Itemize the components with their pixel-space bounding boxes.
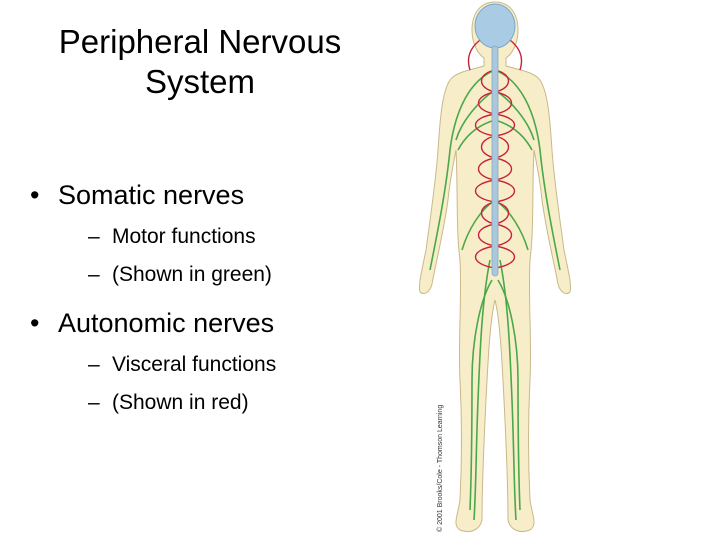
autonomic-nerve-loop <box>477 91 496 115</box>
autonomic-nerve-loop <box>494 245 515 269</box>
central-nervous-system <box>474 3 516 277</box>
somatic-nerve-line <box>469 279 493 511</box>
autonomic-nerve-loop <box>477 223 496 247</box>
slide-title: Peripheral Nervous System <box>30 22 370 102</box>
title-line-2: System <box>144 63 256 100</box>
sub-bullet-text: (Shown in red) <box>112 391 249 414</box>
sub-bullet-visceral: – Visceral functions <box>88 351 410 378</box>
bullet-list: • Somatic nerves – Motor functions – (Sh… <box>30 178 410 416</box>
sub-bullet-marker: – <box>88 391 100 414</box>
bullet-somatic: • Somatic nerves <box>30 178 410 212</box>
sub-bullet-motor: – Motor functions <box>88 223 410 250</box>
sub-bullet-marker: – <box>88 263 100 286</box>
autonomic-nerve-loop <box>480 201 496 225</box>
brain-icon <box>474 3 516 49</box>
autonomic-nerve-loop <box>477 157 496 181</box>
sub-bullet-text: (Shown in green) <box>112 263 272 286</box>
somatic-nerve-line <box>494 69 561 271</box>
somatic-nerve-line <box>497 279 521 511</box>
bullet-text: Somatic nerves <box>58 180 245 210</box>
somatic-nerve-line <box>457 119 496 151</box>
somatic-nerve-line <box>494 119 533 151</box>
autonomic-nerve-loop <box>475 113 496 137</box>
title-line-1: Peripheral Nervous <box>58 23 342 60</box>
somatic-nerve-line <box>499 259 517 521</box>
autonomic-nerve-loop <box>494 69 510 93</box>
sub-bullet-shown-red: – (Shown in red) <box>88 389 410 416</box>
bullet-marker: • <box>30 308 40 338</box>
sub-bullet-marker: – <box>88 353 100 376</box>
bullet-autonomic: • Autonomic nerves <box>30 306 410 340</box>
cranial-nerve-line <box>467 39 481 71</box>
autonomic-nerve-loop <box>494 113 515 137</box>
sub-bullet-text: Visceral functions <box>112 353 277 376</box>
sub-bullet-text: Motor functions <box>112 225 256 248</box>
autonomic-nerve-loop <box>494 179 515 203</box>
autonomic-nerve-loop <box>475 179 496 203</box>
spinal-cord <box>491 45 499 277</box>
bullet-text: Autonomic nerves <box>58 308 275 338</box>
autonomic-nerve-loop <box>494 91 513 115</box>
autonomic-nerve-loop <box>475 245 496 269</box>
autonomic-nerve-loop <box>494 135 510 159</box>
autonomic-nerve-loop <box>480 69 496 93</box>
autonomic-nerve-loop <box>494 157 513 181</box>
autonomic-nerve-loop <box>480 135 496 159</box>
autonomic-nerve-loop <box>494 201 510 225</box>
bullet-marker: • <box>30 180 40 210</box>
somatic-nerve-line <box>429 69 496 271</box>
sub-bullet-shown-green: – (Shown in green) <box>88 261 410 288</box>
autonomic-nerves <box>467 39 523 269</box>
sub-bullet-marker: – <box>88 225 100 248</box>
nervous-system-illustration <box>419 1 571 533</box>
image-credit: © 2001 Brooks/Cole - Thomson Learning <box>437 404 444 532</box>
cranial-nerve-line <box>509 39 523 71</box>
autonomic-nerve-loop <box>494 223 513 247</box>
somatic-nerve-line <box>473 259 491 521</box>
